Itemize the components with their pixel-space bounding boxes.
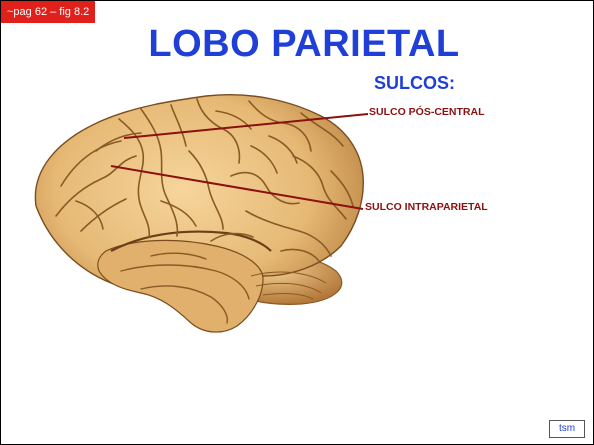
cerebellum-folia (250, 271, 327, 300)
page-reference: ~pag 62 – fig 8.2 (1, 1, 96, 23)
leader-line-intraparietal (110, 165, 364, 210)
label-postcentral-sulcus: SULCO PÓS-CENTRAL (369, 106, 485, 118)
slide-title: LOBO PARIETAL (1, 23, 593, 66)
temporal-lobe-shape (97, 239, 264, 333)
section-subtitle: SULCOS: (374, 73, 455, 93)
lateral-fissure (110, 230, 272, 252)
leader-line-postcentral (123, 113, 369, 139)
temporal-gyri (120, 252, 250, 324)
slide-title-text: LOBO PARIETAL (148, 23, 460, 65)
label-intraparietal-sulcus: SULCO INTRAPARIETAL (365, 201, 488, 213)
author-tag: tsm (549, 420, 585, 438)
